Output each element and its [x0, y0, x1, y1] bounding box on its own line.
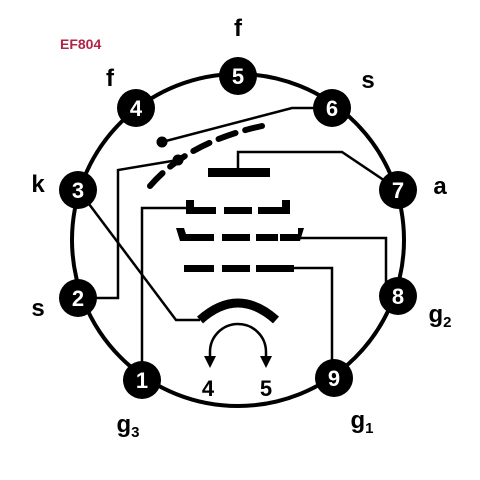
electrode-wiring: [79, 106, 398, 380]
tube-type-title: EF804: [60, 36, 102, 52]
pin-6: 6: [313, 89, 351, 127]
heater-filament: [204, 322, 272, 368]
suppressor-grid: [186, 200, 290, 214]
pin-number: 7: [392, 178, 404, 203]
control-grid: [184, 265, 294, 272]
cathode: [197, 298, 279, 324]
pin-label-1: g3: [116, 411, 139, 441]
pin-label-9: g1: [350, 407, 373, 437]
wire-g1: [294, 266, 334, 376]
pin-label-3: k: [31, 171, 45, 198]
wire-anode: [236, 150, 398, 191]
pin-3: 3: [59, 171, 97, 209]
wire-g2: [298, 236, 388, 292]
heater-label-left: 4: [202, 376, 215, 401]
pin-2: 2: [59, 279, 97, 317]
wire-g3: [140, 206, 186, 380]
pin-label-5: f: [234, 15, 243, 42]
wire-shield-2: [81, 158, 179, 300]
pin-number: 3: [72, 178, 84, 203]
pin-label-7: a: [433, 173, 447, 200]
pin-number: 2: [72, 286, 84, 311]
pin-7: 7: [379, 171, 417, 209]
pin-1: 1: [123, 361, 161, 399]
shield-junction-dot: [156, 136, 168, 148]
screen-grid: [176, 228, 304, 241]
wire-shield-6: [161, 106, 332, 144]
pin-number: 5: [232, 64, 244, 89]
pin-number: 8: [392, 284, 404, 309]
pin-8: 8: [379, 277, 417, 315]
pin-number: 6: [326, 96, 338, 121]
pin-4: 4: [117, 89, 155, 127]
pin-number: 4: [130, 96, 143, 121]
wire-cathode: [79, 191, 200, 322]
pin-number: 9: [328, 366, 340, 391]
pin-label-8: g2: [428, 301, 451, 331]
internal-shield: [147, 123, 265, 189]
pin-label-4: f: [106, 65, 115, 92]
pin-number: 1: [136, 368, 148, 393]
pin-9: 9: [315, 359, 353, 397]
heater-label-right: 5: [260, 376, 272, 401]
pin-5: 5: [219, 57, 257, 95]
pin-label-6: s: [361, 67, 374, 94]
anode-plate: [208, 168, 270, 177]
pin-label-2: s: [31, 295, 44, 322]
